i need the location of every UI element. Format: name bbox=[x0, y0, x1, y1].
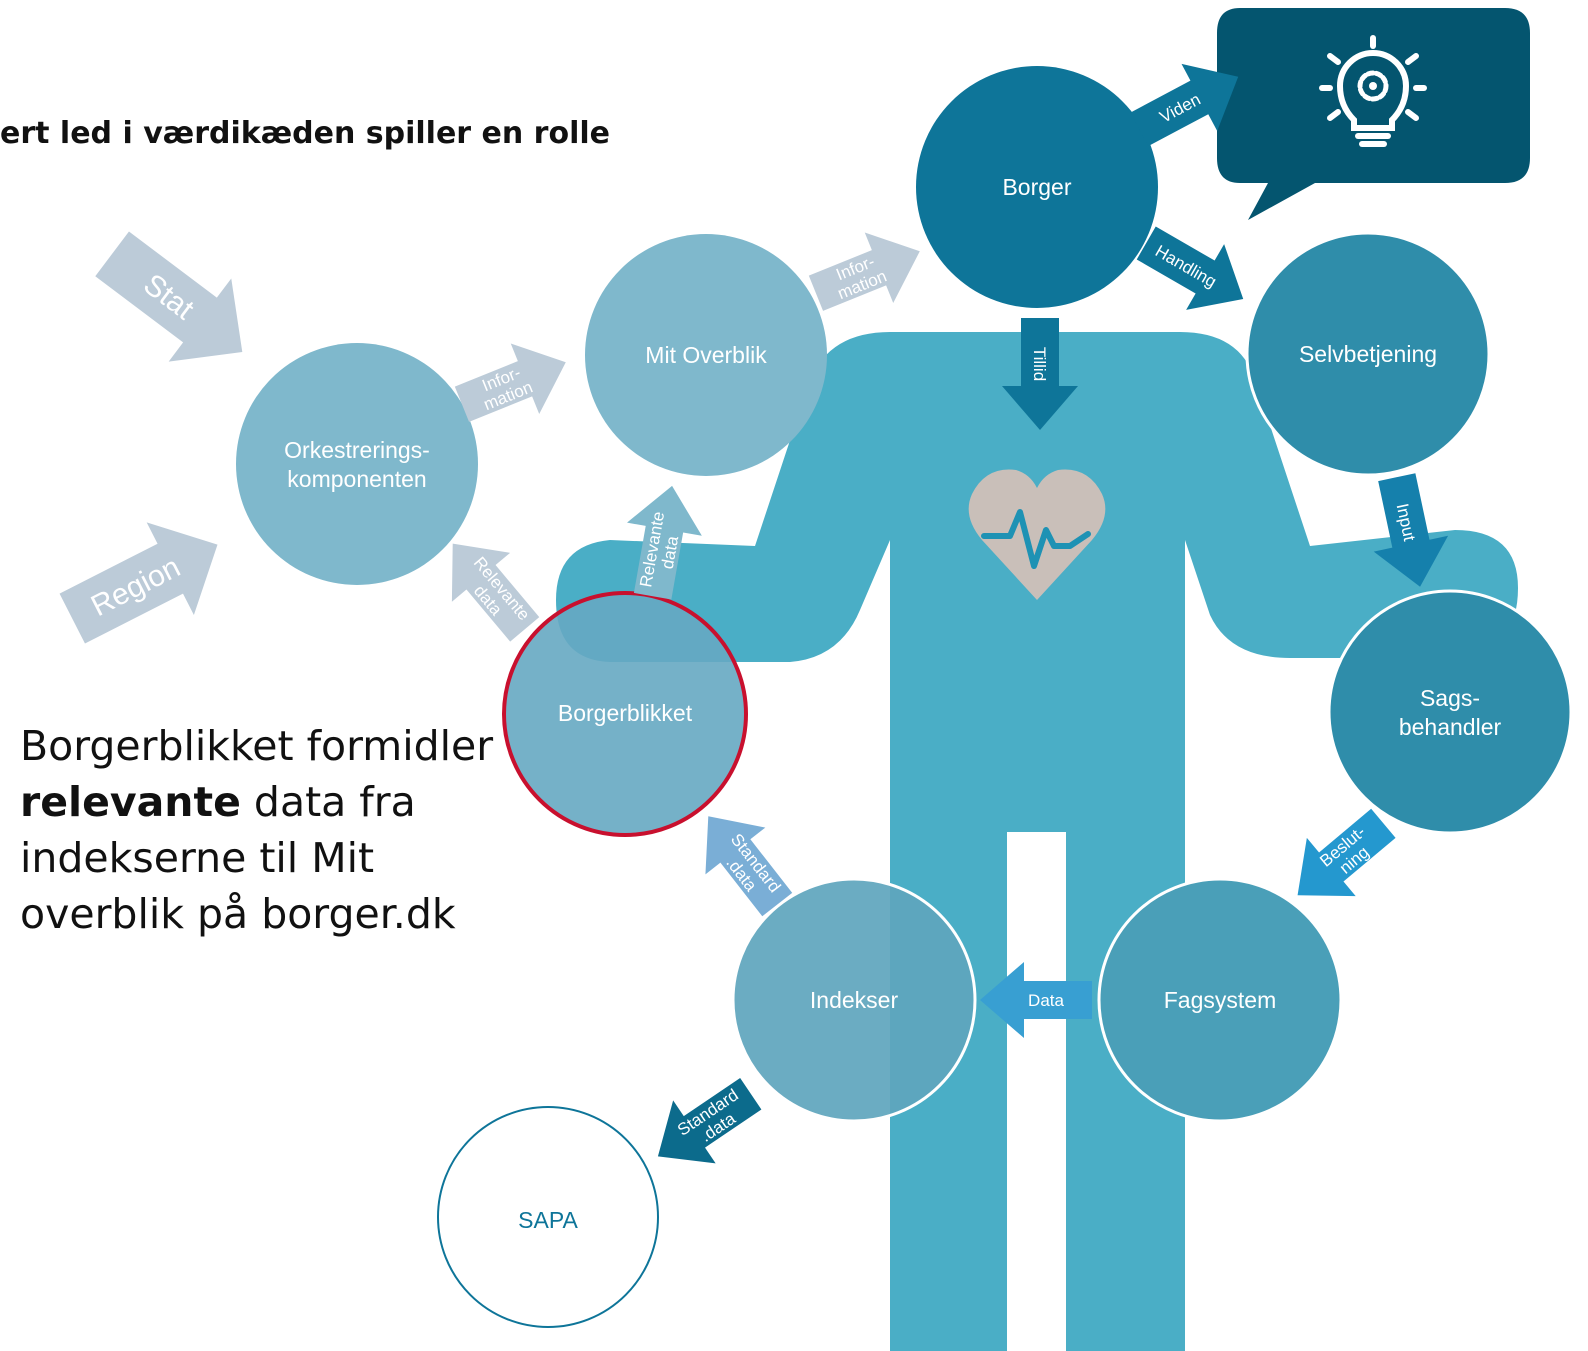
svg-text:Data: Data bbox=[1028, 991, 1064, 1010]
svg-text:komponenten: komponenten bbox=[287, 466, 426, 492]
region-arrow: Region bbox=[59, 522, 218, 644]
caption-text: Borgerblikket formidler relevante data f… bbox=[20, 718, 540, 942]
caption-line-2-rest: data fra bbox=[240, 778, 416, 826]
caption-line-2: relevante data fra bbox=[20, 774, 540, 830]
svg-text:Sags-: Sags- bbox=[1420, 685, 1480, 711]
data-arrow: Data bbox=[980, 962, 1092, 1038]
svg-text:Selvbetjening: Selvbetjening bbox=[1299, 341, 1437, 367]
caption-line-4: overblik på borger.dk bbox=[20, 890, 456, 938]
svg-text:Borger: Borger bbox=[1002, 174, 1071, 200]
node-fagsystem: Fagsystem bbox=[1097, 877, 1343, 1123]
node-sapa: SAPA bbox=[437, 1106, 659, 1328]
lightbulb-gear-icon bbox=[1319, 35, 1427, 147]
caption-line-1: Borgerblikket formidler bbox=[20, 722, 494, 770]
heart-pulse-icon bbox=[968, 469, 1106, 600]
svg-text:Tillid: Tillid bbox=[1030, 347, 1049, 381]
svg-text:Orkestrerings-: Orkestrerings- bbox=[284, 437, 430, 463]
input-arrow: Input bbox=[1359, 469, 1458, 595]
node-sagsbehandler: Sags- behandler bbox=[1327, 589, 1573, 835]
standard-data-arrow-2: Standard .data bbox=[636, 1062, 773, 1188]
svg-text:behandler: behandler bbox=[1399, 714, 1502, 740]
svg-text:Mit Overblik: Mit Overblik bbox=[645, 342, 767, 368]
node-borger: Borger bbox=[916, 66, 1158, 308]
node-mit-overblik: Mit Overblik bbox=[585, 234, 827, 476]
svg-text:Fagsystem: Fagsystem bbox=[1164, 987, 1276, 1013]
node-selvbetjening: Selvbetjening bbox=[1245, 231, 1491, 477]
caption-line-3: indekserne til Mit bbox=[20, 834, 375, 882]
page-heading: ert led i værdikæden spiller en rolle bbox=[0, 116, 610, 151]
stat-arrow: Stat bbox=[95, 231, 243, 362]
human-figure bbox=[556, 332, 1518, 1351]
svg-text:Borgerblikket: Borgerblikket bbox=[558, 700, 693, 726]
svg-text:Indekser: Indekser bbox=[810, 987, 899, 1013]
node-borgerblikket: Borgerblikket bbox=[502, 591, 748, 837]
node-indekser: Indekser bbox=[731, 877, 977, 1123]
viden-arrow: Viden bbox=[1121, 43, 1257, 163]
information-arrow-2: Infor- mation bbox=[801, 216, 935, 329]
svg-text:SAPA: SAPA bbox=[518, 1207, 578, 1233]
tillid-arrow: Tillid bbox=[1002, 318, 1078, 430]
lightbulb-callout bbox=[1217, 8, 1530, 220]
caption-bold-word: relevante bbox=[20, 778, 241, 826]
node-orkestrering: Orkestrerings- komponenten bbox=[236, 343, 478, 585]
